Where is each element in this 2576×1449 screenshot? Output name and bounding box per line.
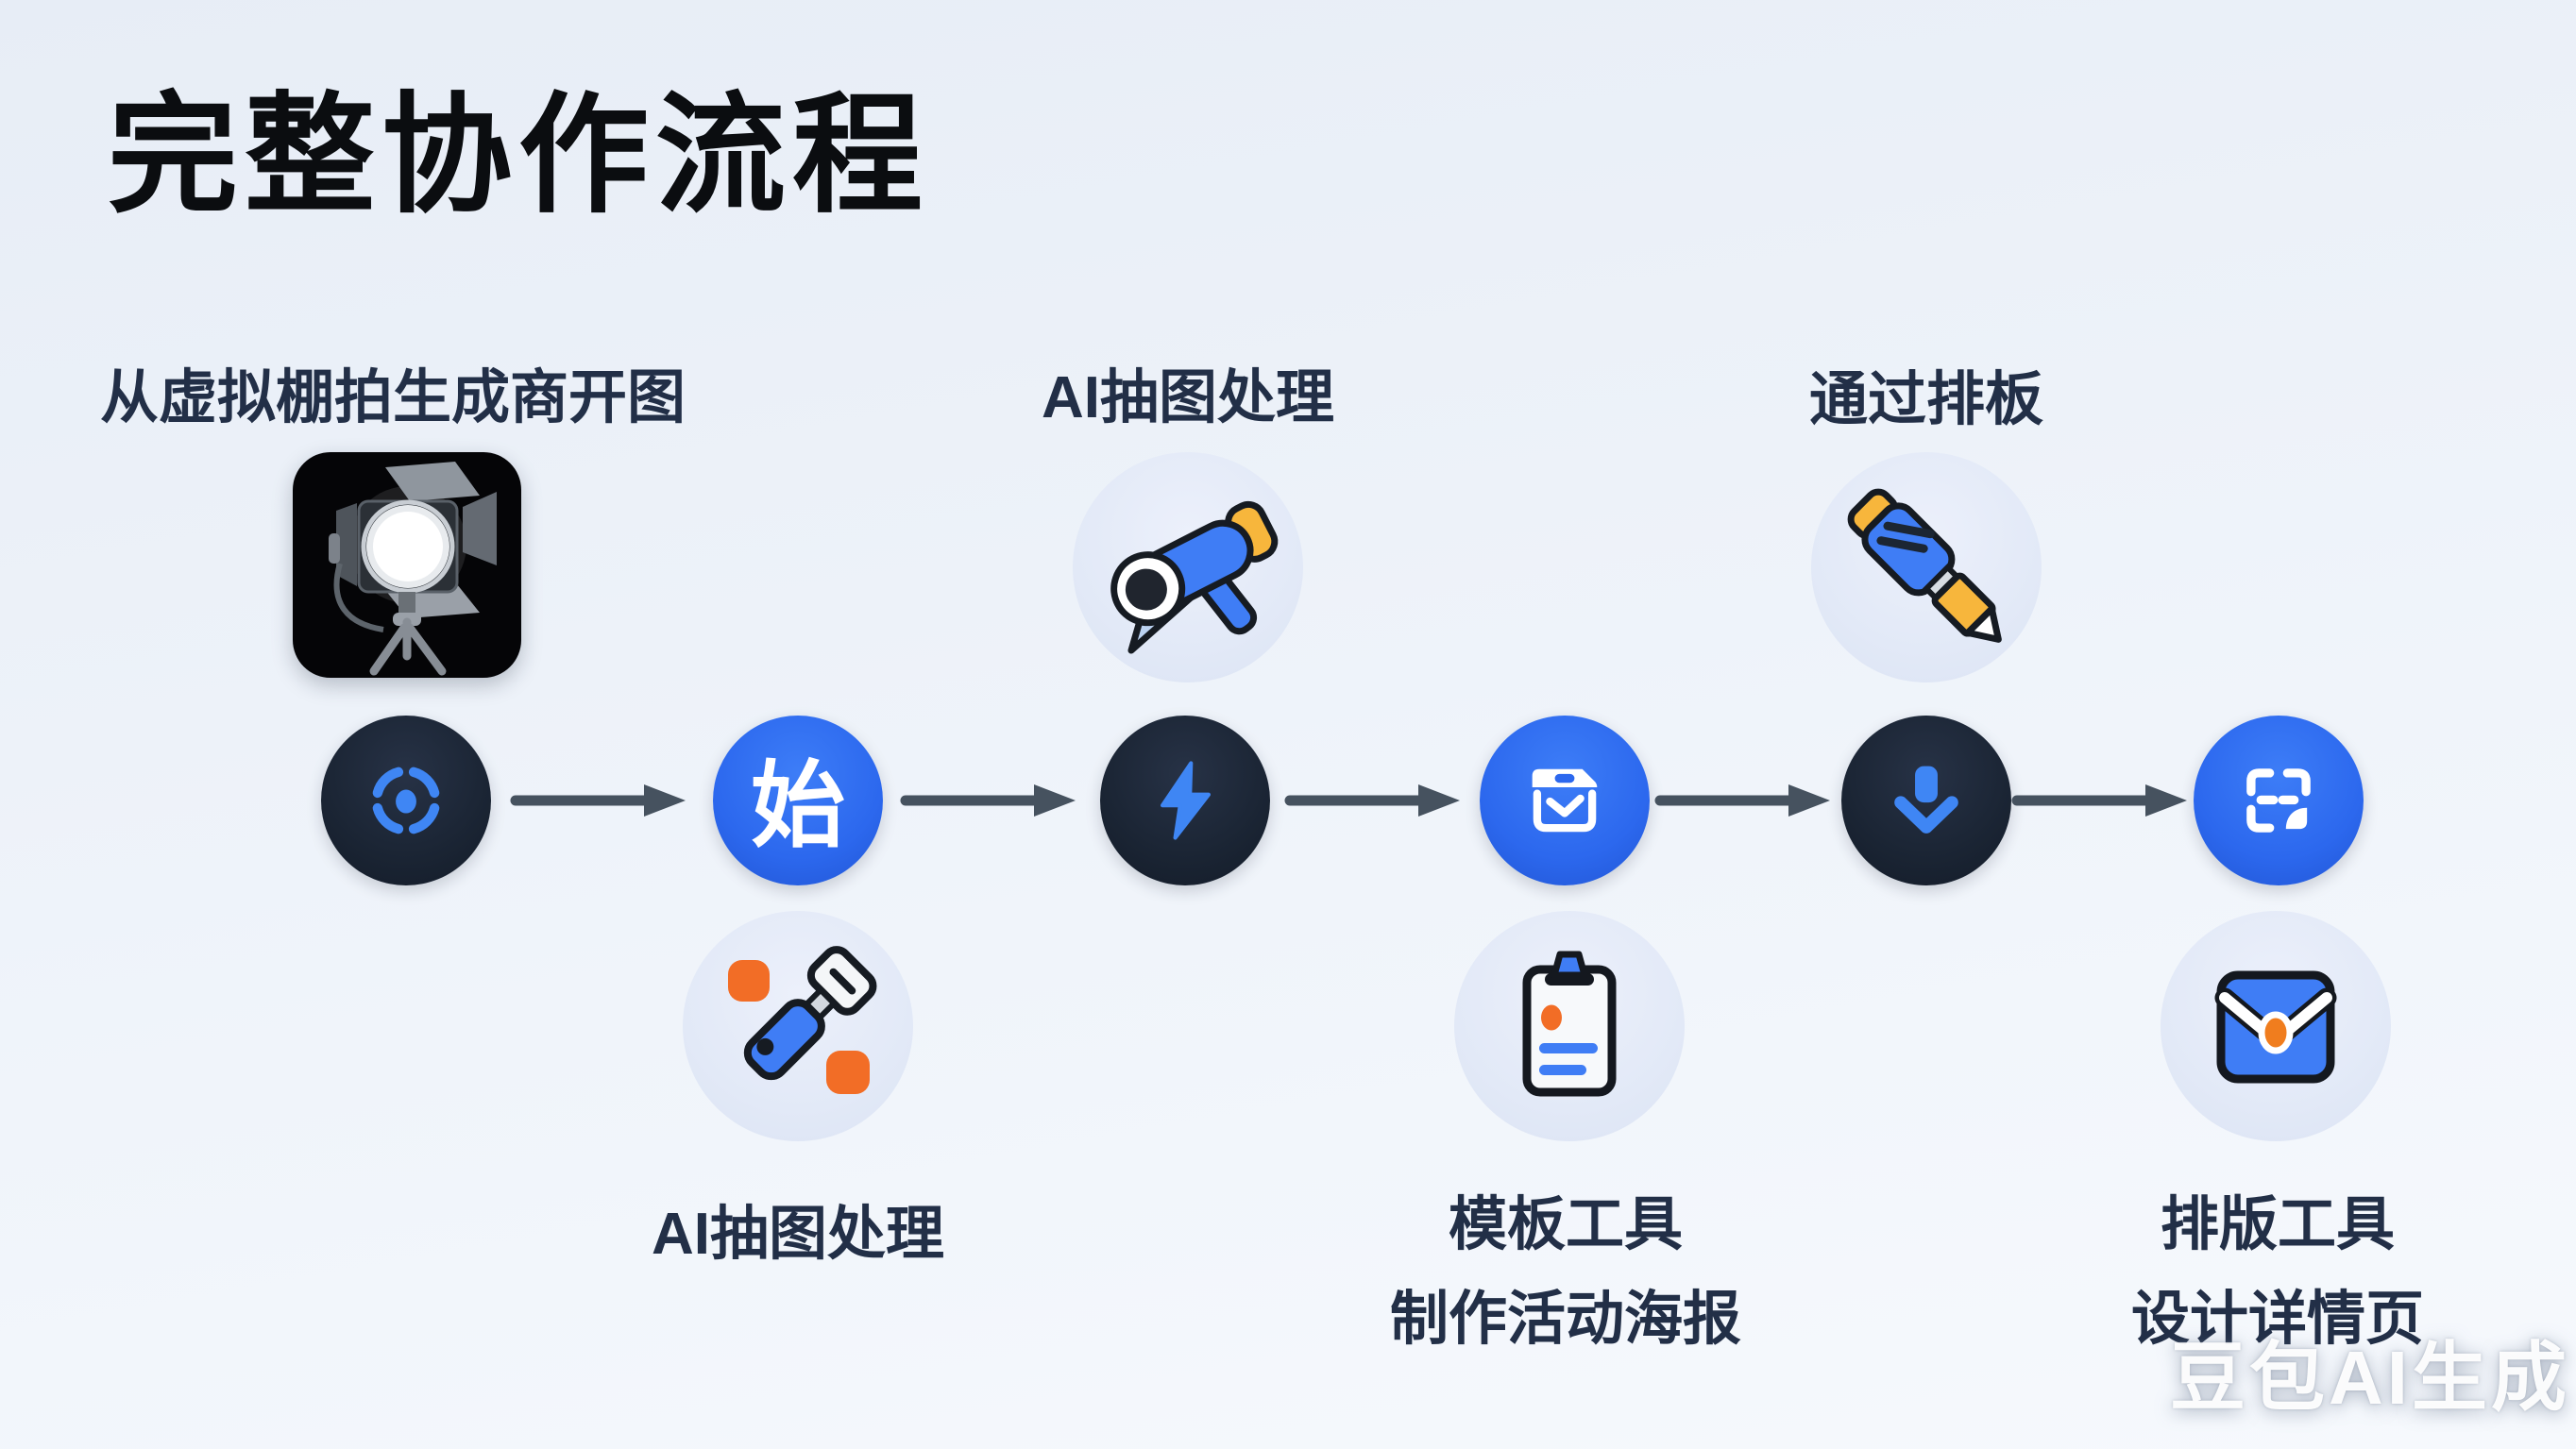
envelope-icon <box>2214 970 2337 1084</box>
flow-arrow-1 <box>510 784 686 817</box>
studio-light-icon <box>329 462 497 676</box>
watermark: 豆包AI生成 <box>2170 1336 2570 1420</box>
flow-arrow-4 <box>1654 784 1830 817</box>
flow-arrow-2 <box>900 784 1076 817</box>
top-label-studio: 从虚拟棚拍生成商开图 <box>100 365 686 430</box>
flow-node-layout <box>2194 716 2364 885</box>
marker-pen-icon <box>1847 488 2002 643</box>
bottom-label-line: 制作活动海报 <box>1389 1287 1742 1352</box>
focus-target-icon <box>372 767 440 834</box>
bottom-label-layout-tool: 排版工具 设计详情页 <box>2131 1178 2424 1367</box>
bottom-label-line: 排版工具 <box>2160 1192 2396 1257</box>
bottom-label-line: 设计详情页 <box>2130 1287 2425 1352</box>
scan-frame-icon <box>2246 768 2311 833</box>
flow-node-start: 始 <box>713 716 883 885</box>
paint-roller-bubble <box>683 911 913 1141</box>
flow-node-template <box>1480 716 1650 885</box>
telescope-icon <box>1110 500 1279 654</box>
bottom-label-template-tool: 模板工具 制作活动海报 <box>1390 1178 1741 1367</box>
bottom-label-line: 模板工具 <box>1448 1192 1684 1257</box>
top-label-layout: 通过排板 <box>1808 367 2044 432</box>
start-character-badge: 始 <box>751 752 845 859</box>
flow-arrow-5 <box>2011 784 2187 817</box>
lightning-icon <box>1161 761 1212 840</box>
download-icon <box>1894 766 1958 834</box>
flow-node-process <box>1100 716 1270 885</box>
telescope-bubble <box>1073 452 1303 682</box>
envelope-bubble <box>2161 911 2391 1141</box>
bottom-label-ai-extract: AI抽图处理 <box>652 1188 944 1282</box>
page-title: 完整协作流程 <box>108 83 930 228</box>
paint-roller-icon <box>728 946 877 1094</box>
studio-light-photo <box>293 452 521 678</box>
flow-node-download <box>1841 716 2011 885</box>
flow-node-capture <box>321 716 491 885</box>
flow-arrow-3 <box>1284 784 1460 817</box>
marker-pen-bubble <box>1811 452 2042 682</box>
archive-check-icon <box>1532 768 1598 833</box>
top-label-ai-extract: AI抽图处理 <box>1041 365 1335 430</box>
clipboard-bubble <box>1454 911 1685 1141</box>
clipboard-icon <box>1522 951 1617 1097</box>
bottom-label-line: AI抽图处理 <box>651 1202 945 1267</box>
